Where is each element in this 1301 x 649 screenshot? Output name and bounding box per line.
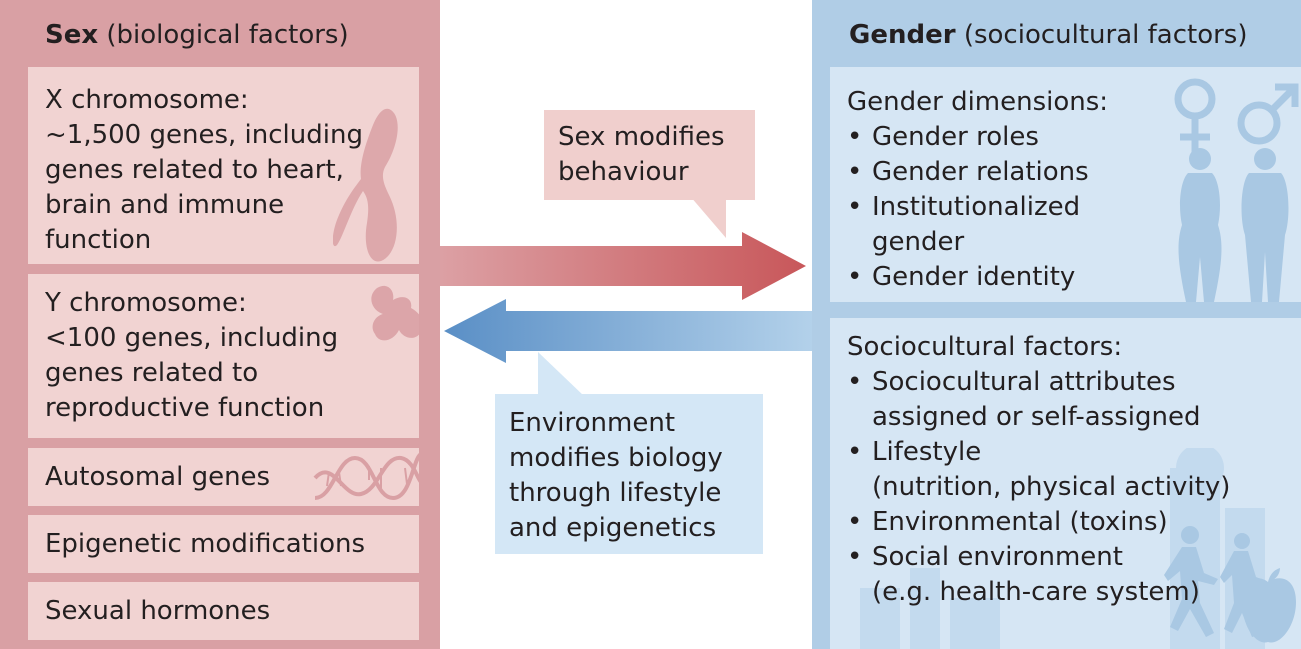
callout-line: Sex modifies: [558, 122, 725, 152]
x-chromosome-icon: [333, 108, 398, 262]
y-chromosome-line: reproductive function: [45, 393, 325, 423]
sex-panel: Sex (biological factors) X chromosome: ~…: [0, 0, 440, 649]
sociocultural-box: Sociocultural factors: •Sociocultural at…: [830, 318, 1301, 649]
gender-panel-title: Gender (sociocultural factors): [849, 20, 1248, 50]
gender-panel: Gender (sociocultural factors): [812, 0, 1301, 649]
x-chromosome-line: brain and immune: [45, 190, 285, 220]
callout-line: Environment: [509, 408, 676, 438]
autosomal-genes-box: Autosomal genes: [28, 448, 419, 506]
gender-dimensions-box: Gender dimensions: •Gender roles •Gender…: [830, 67, 1301, 302]
x-chromosome-line: genes related to heart,: [45, 155, 344, 185]
gender-dimension-item: •Institutionalized: [847, 192, 1081, 222]
y-chromosome-line: <100 genes, including: [45, 323, 339, 353]
hormones-box: Sexual hormones: [28, 582, 419, 640]
x-chromosome-line: function: [45, 225, 152, 255]
x-chromosome-line: X chromosome:: [45, 85, 249, 115]
callout-line: modifies biology: [509, 443, 723, 473]
gender-to-sex-arrow: [444, 299, 812, 363]
gender-dimensions-heading: Gender dimensions:: [847, 87, 1109, 117]
callout-line: through lifestyle: [509, 478, 722, 508]
epigenetic-label: Epigenetic modifications: [45, 529, 366, 559]
dna-helix-icon: [313, 453, 419, 501]
female-figure-icon: [1178, 148, 1222, 302]
callout-line: and epigenetics: [509, 513, 717, 543]
sociocultural-item: •Lifestyle: [847, 437, 982, 467]
apple-icon: [1242, 568, 1296, 643]
x-chromosome-box: X chromosome: ~1,500 genes, including ge…: [28, 67, 419, 264]
sex-panel-title: Sex (biological factors): [45, 20, 349, 50]
gender-dimension-item: •Gender relations: [847, 157, 1089, 187]
hormones-label: Sexual hormones: [45, 596, 271, 626]
y-chromosome-icon: [371, 285, 419, 341]
sociocultural-item-continued: (e.g. health-care system): [872, 577, 1200, 607]
x-chromosome-line: ~1,500 genes, including: [45, 120, 363, 150]
sociocultural-item: •Social environment: [847, 542, 1123, 572]
callout-line: behaviour: [558, 157, 689, 187]
callout-pointer: [690, 196, 726, 238]
callout-pointer: [538, 352, 584, 396]
sociocultural-item-continued: assigned or self-assigned: [872, 402, 1201, 432]
sociocultural-item: •Sociocultural attributes: [847, 367, 1176, 397]
female-symbol-icon: [1174, 78, 1216, 153]
male-symbol-icon: [1237, 83, 1299, 145]
gender-dimension-item-continued: gender: [872, 227, 965, 257]
gender-dimension-item: •Gender roles: [847, 122, 1039, 152]
y-chromosome-box: Y chromosome: <100 genes, including gene…: [28, 274, 419, 438]
y-chromosome-line: genes related to: [45, 358, 259, 388]
autosomal-genes-label: Autosomal genes: [45, 462, 271, 492]
y-chromosome-line: Y chromosome:: [45, 288, 247, 318]
sex-to-gender-arrow: [440, 232, 806, 300]
sociocultural-heading: Sociocultural factors:: [847, 332, 1123, 362]
sociocultural-item: •Environmental (toxins): [847, 507, 1168, 537]
sociocultural-item-continued: (nutrition, physical activity): [872, 472, 1231, 502]
epigenetic-box: Epigenetic modifications: [28, 515, 419, 573]
male-figure-icon: [1241, 148, 1289, 302]
gender-dimension-item: •Gender identity: [847, 262, 1076, 292]
